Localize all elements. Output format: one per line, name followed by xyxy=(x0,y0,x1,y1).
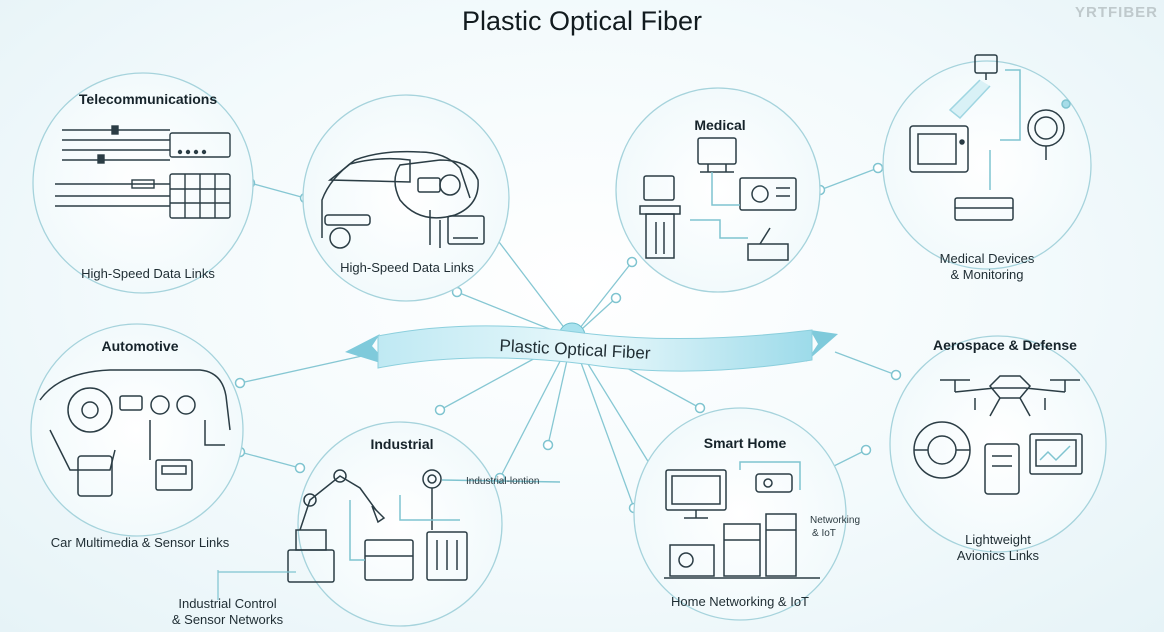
aerospace-caption-line1: Lightweight xyxy=(965,532,1031,547)
industrial-callout-line xyxy=(217,570,296,600)
industrial-robot-icon xyxy=(287,469,561,583)
circle-industrial xyxy=(297,421,503,627)
industrial-inner-label: Industrial-lontion xyxy=(466,476,540,487)
industrial-caption-line1: Industrial Control xyxy=(178,596,277,611)
circle-automotive xyxy=(30,323,244,537)
circle-car-exterior xyxy=(302,94,510,302)
car-interior-icon xyxy=(39,369,231,497)
industrial-heading: Industrial xyxy=(370,436,434,452)
page-title: Plastic Optical Fiber xyxy=(461,6,703,36)
smart-home-inner-line2: & IoT xyxy=(812,528,836,539)
drone-avionics-icon xyxy=(913,375,1083,495)
smart-home-caption: Home Networking & IoT xyxy=(671,594,809,609)
circle-medical xyxy=(615,87,821,293)
medical-equipment-icon xyxy=(639,137,797,261)
ribbon-banner xyxy=(345,325,838,372)
medical-devices-caption-line2: & Monitoring xyxy=(950,267,1024,282)
smart-home-inner-line1: Networking xyxy=(810,515,861,526)
circle-medical-devices xyxy=(882,60,1092,270)
circle-telecom xyxy=(32,72,254,294)
aerospace-heading: Aerospace & Defense xyxy=(933,337,1077,353)
smart-home-devices-icon xyxy=(664,461,820,579)
smart-home-heading: Smart Home xyxy=(703,435,787,451)
watermark: YRTFIBER xyxy=(1075,4,1158,21)
medical-monitor-icon xyxy=(909,54,1071,221)
automotive-caption: Car Multimedia & Sensor Links xyxy=(50,535,230,550)
car-dashboard-icon xyxy=(321,150,485,249)
car-exterior-caption: High-Speed Data Links xyxy=(340,260,474,275)
telecom-racks-icon xyxy=(55,125,231,219)
industrial-caption-line2: & Sensor Networks xyxy=(171,612,284,627)
automotive-heading: Automotive xyxy=(101,338,179,354)
aerospace-caption-line2: Avionics Links xyxy=(956,548,1040,563)
telecom-caption: High-Speed Data Links xyxy=(81,266,215,281)
medical-heading: Medical xyxy=(694,117,746,133)
medical-devices-caption-line1: Medical Devices xyxy=(939,251,1035,266)
telecom-heading: Telecommunications xyxy=(78,91,218,107)
